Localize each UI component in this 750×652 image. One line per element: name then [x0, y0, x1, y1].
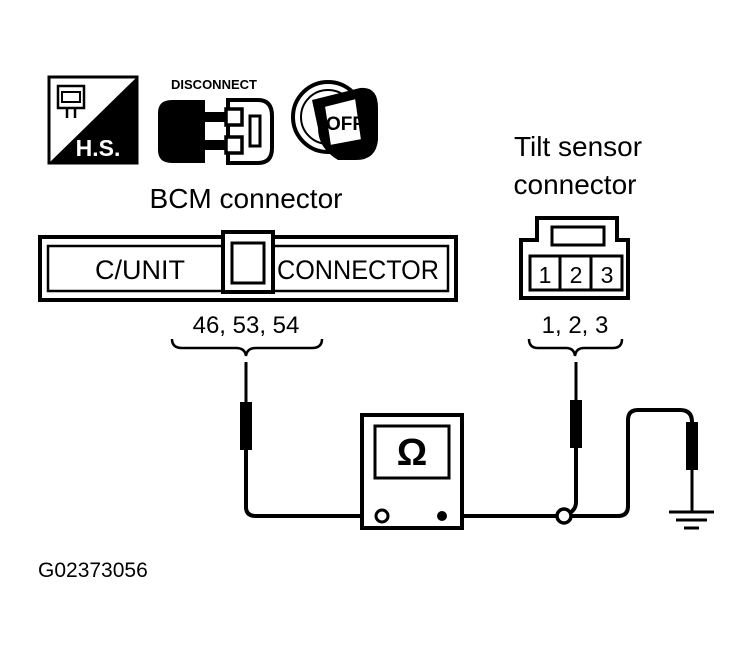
tilt-sensor-title-line2: connector: [514, 169, 637, 200]
meter-terminal-left: [374, 508, 390, 524]
tilt-pin-2: 2: [570, 262, 583, 288]
meter-terminal-right: [437, 511, 447, 521]
ohm-symbol: Ω: [397, 432, 427, 474]
tilt-pin-brace: [527, 338, 624, 357]
hs-label: H.S.: [76, 135, 121, 161]
figure-id: G02373056: [38, 559, 148, 582]
disconnect-label: DISCONNECT: [171, 77, 257, 92]
disconnect-icon: DISCONNECT: [158, 77, 274, 165]
bcm-pin-numbers: 46, 53, 54: [193, 312, 300, 339]
bcm-connector: C/UNIT CONNECTOR: [38, 230, 458, 302]
ohmmeter: Ω: [360, 413, 464, 530]
bcm-pin-brace: [170, 338, 324, 357]
wiring: [240, 362, 698, 525]
tilt-sensor-title-line1: Tilt sensor: [514, 131, 642, 162]
harness-hs-icon: H.S.: [47, 75, 139, 165]
tilt-pin-1: 1: [539, 262, 552, 288]
ignition-off-icon: OFF: [291, 80, 378, 160]
bcm-c-unit-label: C/UNIT: [95, 255, 185, 285]
ground-symbol: [669, 510, 714, 530]
bcm-connector-label: CONNECTOR: [277, 255, 439, 285]
tilt-pin-3: 3: [601, 262, 614, 288]
tilt-pin-numbers: 1, 2, 3: [542, 312, 609, 339]
tilt-sensor-connector: 1 2 3: [519, 216, 630, 300]
bcm-connector-title: BCM connector: [150, 183, 343, 214]
ignition-off-label: OFF: [326, 114, 364, 135]
